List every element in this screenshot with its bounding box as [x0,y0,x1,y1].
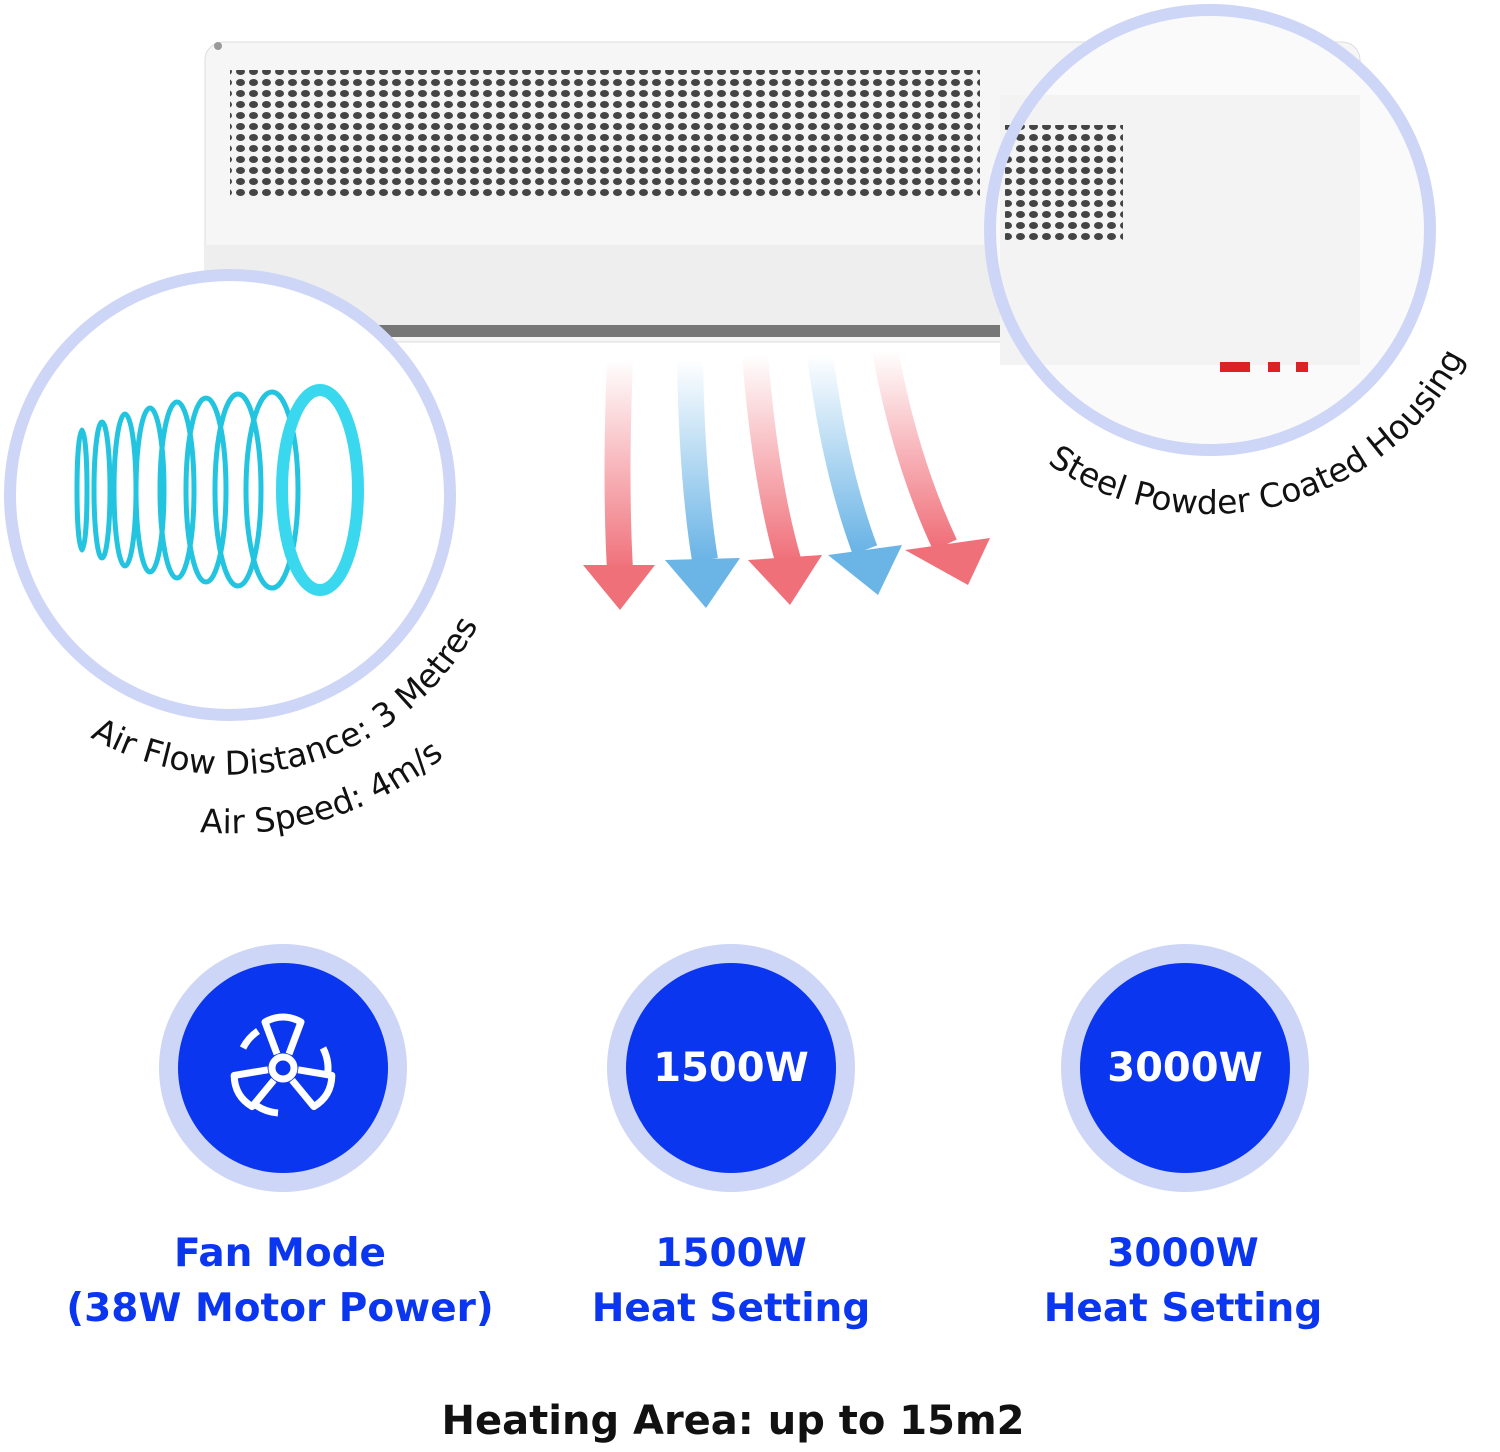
3000w-badge-text: 3000W [1080,963,1290,1173]
mounting-screw [214,42,222,50]
vent-grille-closeup [1005,125,1123,240]
fan-mode-label: Fan Mode (38W Motor Power) [20,1226,540,1336]
fan-mode-title: Fan Mode [174,1231,386,1276]
vent-grille [230,70,980,200]
fan-mode-badge [159,944,407,1192]
3000w-setting: Heat Setting [1043,1286,1323,1331]
heating-area-label: Heating Area: up to 15m2 [441,1398,1025,1444]
1500w-badge-text: 1500W [626,963,836,1173]
warm-arrow-head [905,538,990,585]
3000w-label: 3000W Heat Setting [923,1226,1443,1336]
air-spiral-icon [74,384,364,596]
air-outlet [360,325,1140,337]
fan-icon [230,1013,336,1117]
power-switch [1220,362,1250,372]
housing-detail-circle [984,4,1436,456]
warm-arrow-head [583,565,655,610]
warm-arrow [742,353,801,564]
3000w-title: 3000W [1107,1231,1259,1276]
warm-arrow [872,347,957,551]
1500w-title: 1500W [655,1231,807,1276]
warm-arrow-head [748,555,822,605]
cool-arrow [807,353,878,555]
warm-arrow [604,359,633,571]
1500w-label: 1500W Heat Setting [471,1226,991,1336]
cool-arrow [677,359,718,563]
airflow-detail-circle [4,269,456,721]
cool-arrow-head [828,545,902,595]
1500w-badge: 1500W [607,944,855,1192]
setting-switch [1296,362,1308,372]
fan-mode-power: (38W Motor Power) [66,1286,494,1331]
3000w-badge: 3000W [1061,944,1309,1192]
airflow-arrows [583,347,990,610]
cool-arrow-head [665,558,740,608]
setting-switch [1268,362,1280,372]
1500w-setting: Heat Setting [591,1286,871,1331]
